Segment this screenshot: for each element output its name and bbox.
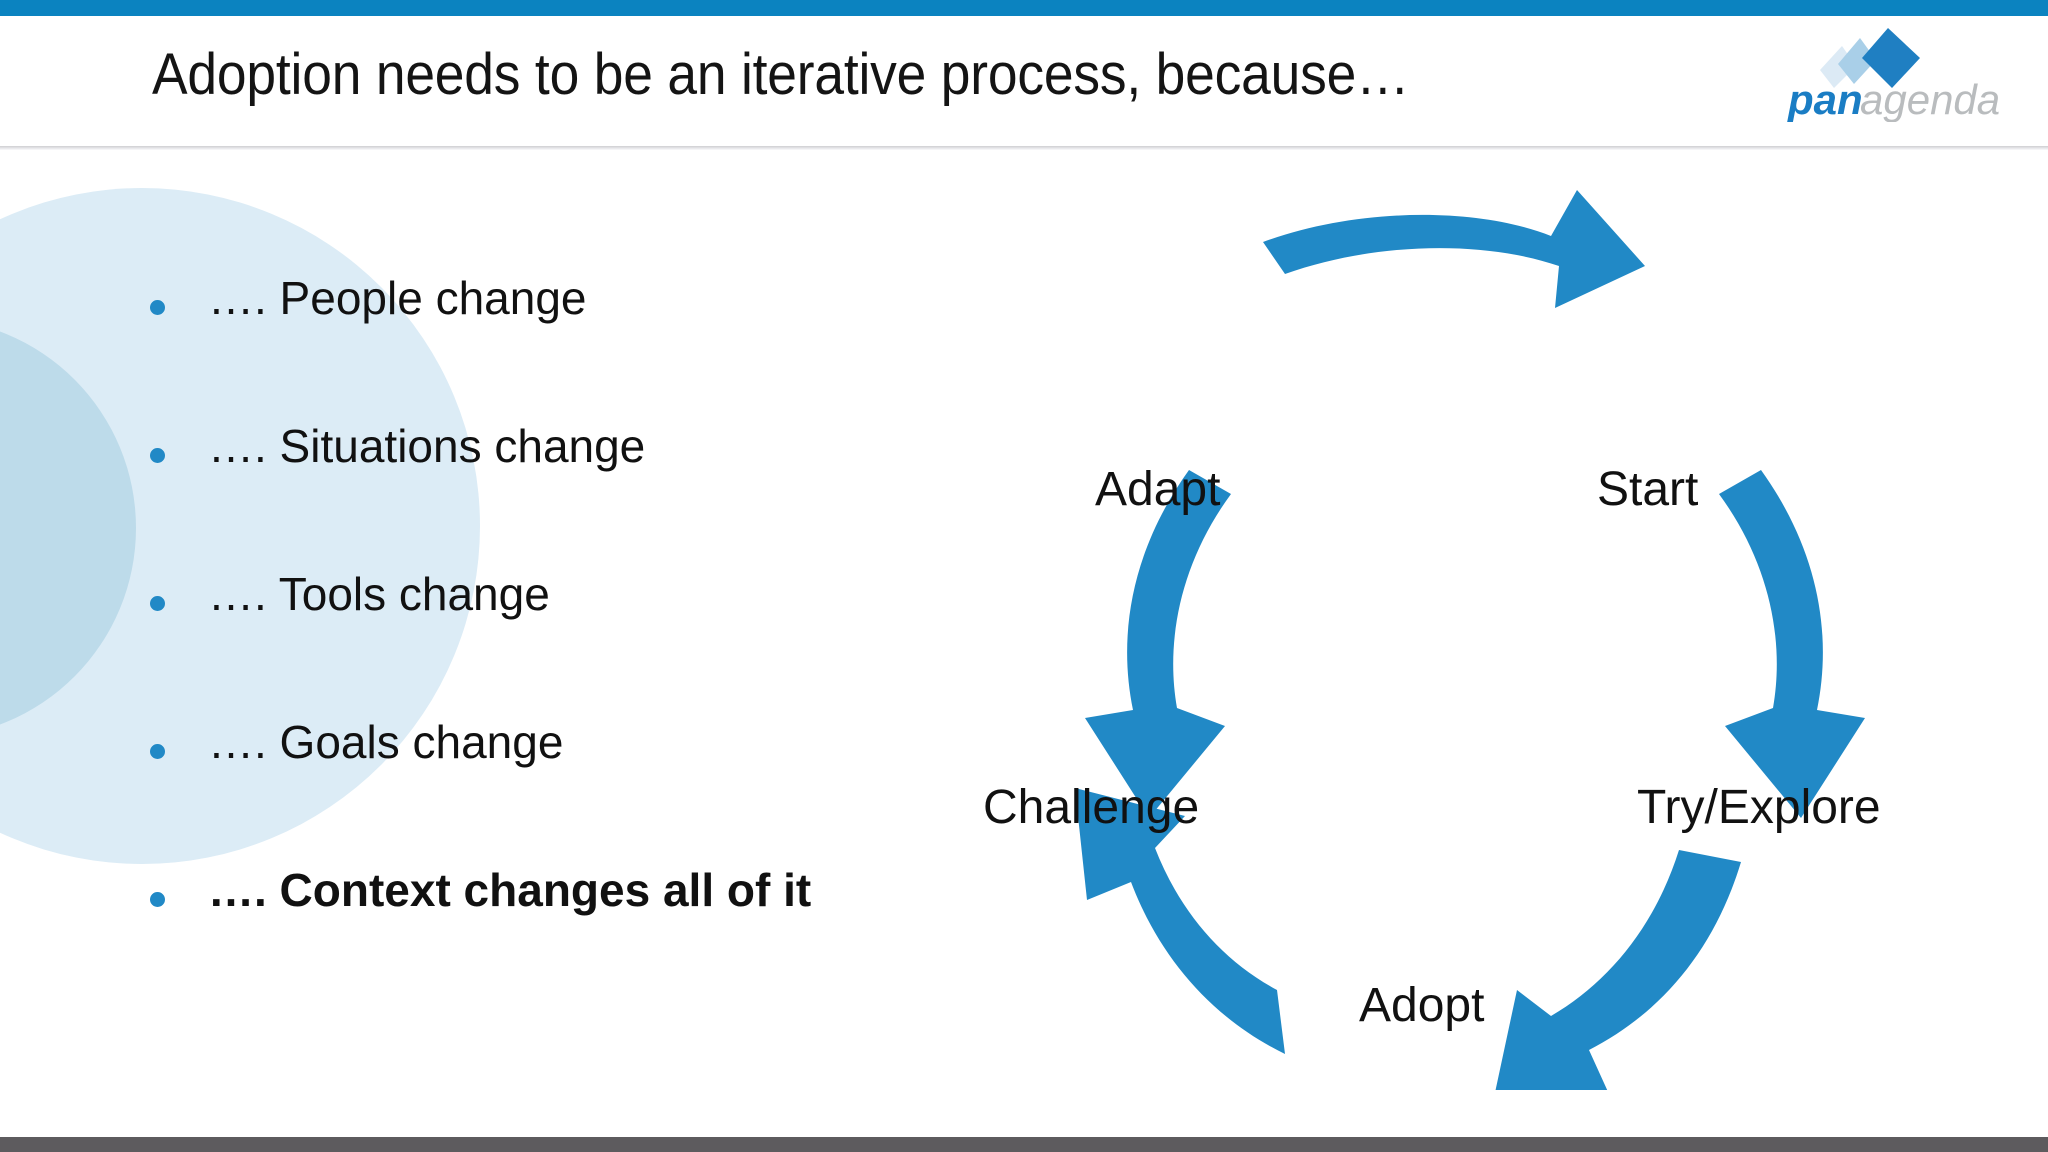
bullet-dot-icon	[150, 892, 165, 907]
list-item-label: …. Situations change	[208, 420, 646, 472]
cycle-label-challenge: Challenge	[983, 781, 1200, 834]
cycle-label-start: Start	[1597, 463, 1699, 516]
iteration-cycle-diagram: Adapt Start Try/Explore Adopt Challenge	[955, 170, 1995, 1090]
bullet-dot-icon	[150, 448, 165, 463]
bullet-dot-icon	[150, 744, 165, 759]
page-title: Adoption needs to be an iterative proces…	[152, 42, 1410, 107]
cycle-label-try-explore: Try/Explore	[1637, 781, 1881, 834]
cycle-arrow-adopt-to-challenge	[1075, 788, 1285, 1054]
bullet-dot-icon	[150, 596, 165, 611]
logo-word-secondary: agenda	[1860, 76, 2000, 122]
list-item-label: …. Context changes all of it	[208, 864, 812, 916]
cycle-label-adopt: Adopt	[1359, 979, 1485, 1032]
list-item: …. Goals change	[150, 710, 930, 858]
cycle-label-adapt: Adapt	[1095, 463, 1221, 516]
header-divider	[0, 146, 2048, 150]
panagenda-logo: pan agenda	[1780, 22, 2030, 123]
cycle-arrow-try-to-adopt	[1495, 850, 1741, 1090]
cycle-arrow-start-to-try	[1719, 470, 1865, 818]
list-item-label: …. Tools change	[208, 568, 550, 620]
footer-bar	[0, 1137, 2048, 1152]
list-item-label: …. People change	[208, 272, 587, 324]
reasons-list: …. People change …. Situations change ….…	[150, 266, 930, 1006]
bullet-dot-icon	[150, 300, 165, 315]
list-item: …. Situations change	[150, 414, 930, 562]
cycle-arrow-challenge-to-adapt	[1085, 470, 1231, 818]
top-accent-bar	[0, 0, 2048, 16]
list-item: …. People change	[150, 266, 930, 414]
list-item: …. Context changes all of it	[150, 858, 930, 1006]
list-item: …. Tools change	[150, 562, 930, 710]
cycle-arrow-adapt-to-start	[1263, 190, 1645, 308]
list-item-label: …. Goals change	[208, 716, 564, 768]
header-band	[0, 16, 2048, 148]
logo-word-primary: pan	[1787, 76, 1863, 122]
logo-diamond-icon	[1820, 28, 1920, 88]
